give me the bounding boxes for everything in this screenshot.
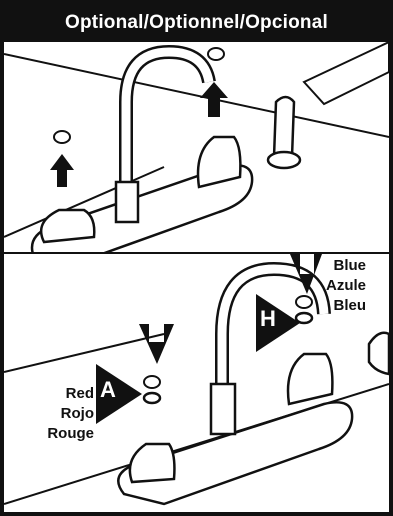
badge-a: A: [100, 377, 116, 402]
side-spray: [272, 95, 296, 159]
left-cap: [143, 375, 161, 389]
red-label-fr: Rouge: [47, 425, 94, 442]
down-arrow-right-icon: [290, 254, 322, 294]
faucet-base: [117, 401, 354, 506]
right-cap: [207, 47, 225, 61]
left-handle: [39, 208, 96, 244]
left-handle: [128, 442, 176, 484]
right-handle: [196, 135, 242, 189]
red-label-es: Rojo: [60, 405, 94, 422]
section-divider: [4, 252, 389, 254]
top-faucet-illustration: [4, 42, 389, 252]
up-arrow-left-icon: [50, 154, 74, 187]
blue-label-fr: Bleu: [333, 297, 366, 314]
badge-a-triangle: [96, 364, 142, 424]
bottom-faucet-illustration: [4, 254, 389, 506]
up-arrow-right-icon: [200, 82, 228, 117]
spout-base: [209, 382, 237, 436]
badge-h: H: [260, 306, 276, 331]
badge-h-triangle: [256, 294, 300, 352]
blue-label: Blue Azule Bleu: [304, 256, 366, 316]
blue-label-es: Azule: [325, 277, 366, 294]
red-label: Red Rojo Rouge: [34, 384, 94, 444]
down-arrow-left-icon: [139, 324, 174, 364]
right-cap: [295, 295, 313, 309]
red-label-en: Red: [65, 385, 94, 402]
panel-title: Optional/Optionnel/Opcional: [4, 4, 389, 42]
right-handle: [286, 352, 334, 406]
spout-base: [114, 180, 140, 224]
left-cap: [53, 130, 71, 144]
right-washer: [294, 311, 314, 325]
blue-label-en: Blue: [333, 257, 366, 274]
left-washer: [142, 391, 162, 405]
